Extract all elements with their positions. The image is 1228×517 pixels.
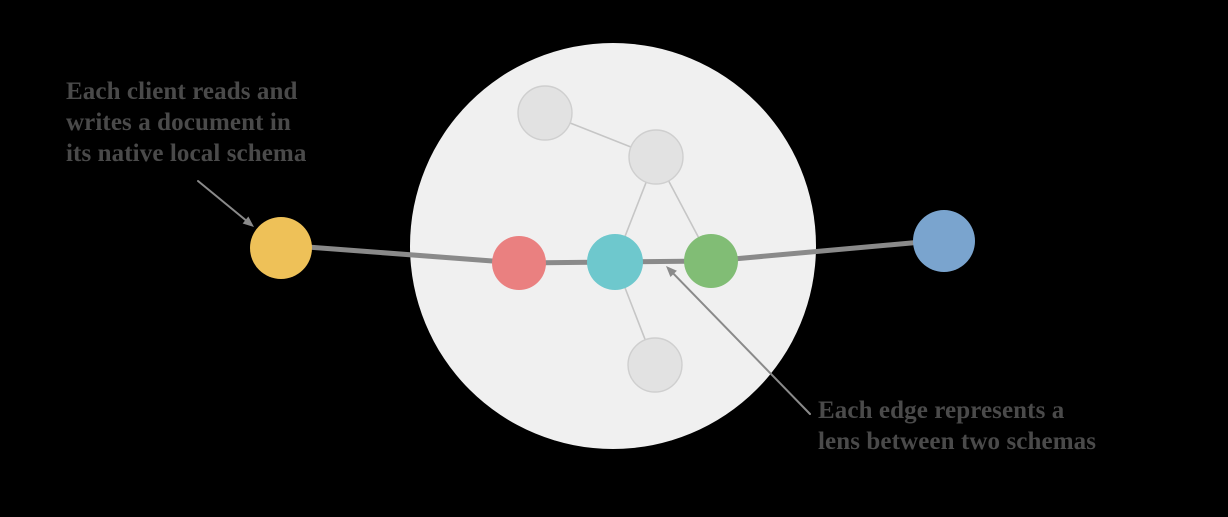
node-schema-gray-bottom[interactable]: [627, 337, 683, 393]
lens-edge: [623, 179, 648, 239]
node-client-blue[interactable]: [913, 210, 975, 272]
client-annotation-text: Each client reads and writes a document …: [66, 78, 307, 167]
node-schema-green[interactable]: [684, 234, 738, 288]
node-schema-teal[interactable]: [587, 234, 643, 290]
annotation-arrows-group: [197, 180, 811, 415]
edge-annotation-arrow-shaft: [671, 271, 811, 415]
node-schema-red[interactable]: [492, 236, 546, 290]
client-annotation-arrow-shaft: [197, 180, 249, 223]
edge-annotation-text: Each edge represents a lens between two …: [818, 397, 1097, 455]
lens-edge: [623, 285, 647, 343]
edge-annotation-arrow-head: [666, 266, 677, 278]
nodes-group: [250, 85, 975, 393]
node-client-yellow[interactable]: [250, 217, 312, 279]
client-annotation-arrow-head: [242, 216, 254, 227]
lens-edge: [666, 178, 701, 240]
node-schema-gray-top-left[interactable]: [517, 85, 573, 141]
lens-edge: [567, 121, 634, 149]
lens-edges-group: [567, 121, 701, 343]
node-schema-gray-top-right[interactable]: [628, 129, 684, 185]
